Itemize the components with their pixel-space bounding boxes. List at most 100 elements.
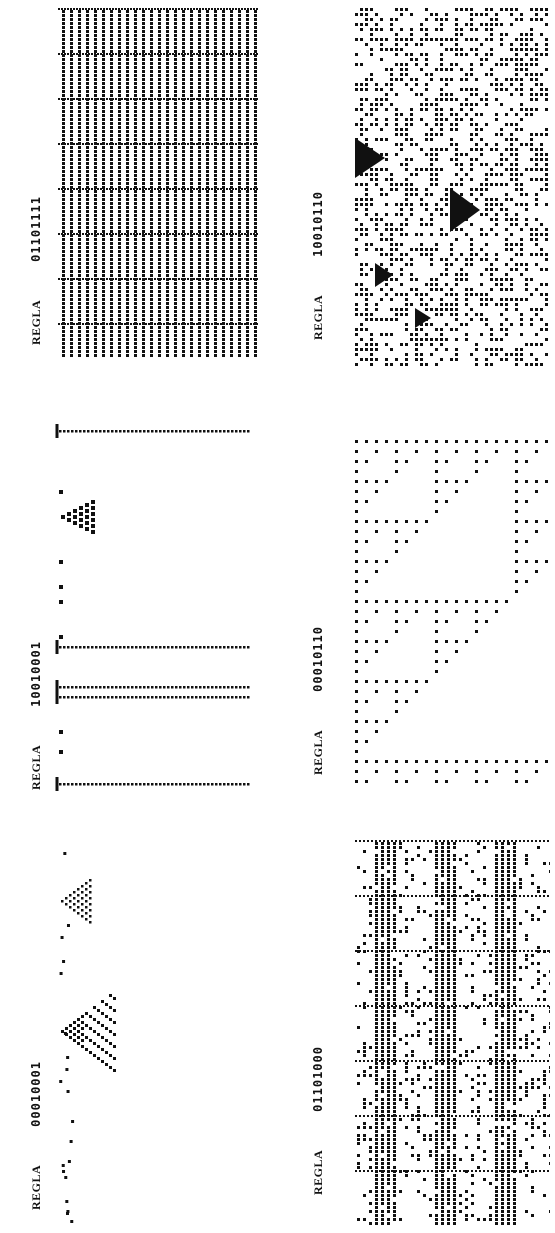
cell bbox=[206, 318, 209, 321]
cell bbox=[81, 909, 84, 912]
cell bbox=[513, 1090, 516, 1093]
cell bbox=[483, 1082, 486, 1085]
cell bbox=[483, 1218, 486, 1221]
cell bbox=[166, 254, 169, 257]
cell bbox=[246, 342, 249, 345]
cell bbox=[154, 8, 156, 10]
cell bbox=[355, 590, 358, 593]
cell bbox=[85, 894, 88, 897]
cell bbox=[196, 143, 198, 145]
cell bbox=[254, 102, 257, 105]
cell bbox=[393, 898, 396, 901]
cell bbox=[429, 1018, 432, 1021]
cell bbox=[507, 966, 510, 969]
cell bbox=[519, 1098, 522, 1101]
cell bbox=[513, 994, 516, 997]
cell bbox=[447, 1070, 450, 1073]
cell bbox=[254, 326, 257, 329]
cell bbox=[150, 82, 153, 85]
cell bbox=[166, 242, 169, 245]
cell bbox=[142, 188, 144, 190]
cell bbox=[81, 1033, 84, 1036]
cell bbox=[118, 323, 120, 325]
cell bbox=[198, 222, 201, 225]
cell bbox=[172, 278, 174, 280]
cell bbox=[447, 846, 450, 849]
cell bbox=[76, 143, 78, 145]
cell bbox=[238, 150, 241, 153]
cell bbox=[184, 143, 186, 145]
cell bbox=[205, 323, 207, 325]
cell bbox=[142, 306, 145, 309]
panel-5-caption: REGLA00010110 bbox=[310, 626, 326, 775]
cell bbox=[178, 233, 180, 235]
cell bbox=[166, 306, 169, 309]
cell bbox=[435, 846, 438, 849]
cell bbox=[102, 38, 105, 41]
cell bbox=[513, 862, 516, 865]
cell bbox=[86, 286, 89, 289]
cell bbox=[393, 918, 396, 921]
cell bbox=[238, 282, 241, 285]
cell bbox=[79, 323, 81, 325]
cell bbox=[198, 206, 201, 209]
cell bbox=[447, 1078, 450, 1081]
cell bbox=[441, 886, 444, 889]
cell bbox=[62, 214, 65, 217]
cell bbox=[441, 1174, 444, 1177]
cell bbox=[85, 143, 87, 145]
cell bbox=[230, 198, 233, 201]
cell bbox=[75, 430, 78, 433]
cell bbox=[190, 233, 192, 235]
cell bbox=[190, 178, 193, 181]
cell bbox=[182, 74, 185, 77]
cell bbox=[501, 1030, 504, 1033]
cell bbox=[205, 8, 207, 10]
cell bbox=[387, 1070, 390, 1073]
cell bbox=[491, 1170, 493, 1172]
cell bbox=[222, 78, 225, 81]
cell bbox=[107, 696, 110, 699]
cell bbox=[254, 38, 257, 41]
cell bbox=[475, 1115, 477, 1117]
cell bbox=[59, 635, 63, 639]
cell bbox=[198, 134, 201, 137]
cell bbox=[187, 430, 190, 433]
cell bbox=[417, 910, 420, 913]
cell bbox=[519, 1086, 522, 1089]
cell bbox=[387, 998, 390, 1001]
cell bbox=[166, 294, 169, 297]
cell bbox=[363, 840, 365, 842]
cell bbox=[174, 214, 177, 217]
cell bbox=[359, 1005, 361, 1007]
cell bbox=[407, 1170, 409, 1172]
cell bbox=[94, 206, 97, 209]
cell bbox=[91, 53, 93, 55]
cell bbox=[435, 914, 438, 917]
cell bbox=[163, 53, 165, 55]
cell bbox=[126, 70, 129, 73]
cell bbox=[79, 646, 82, 649]
cell bbox=[134, 114, 137, 117]
cell bbox=[89, 921, 92, 924]
cell bbox=[145, 98, 147, 100]
cell bbox=[76, 233, 78, 235]
cell bbox=[198, 62, 201, 65]
cell bbox=[109, 233, 111, 235]
cell bbox=[65, 1068, 68, 1071]
cell bbox=[411, 1146, 414, 1149]
cell bbox=[174, 242, 177, 245]
cell bbox=[102, 298, 105, 301]
cell bbox=[477, 1106, 480, 1109]
cell bbox=[381, 1186, 384, 1189]
cell bbox=[375, 934, 378, 937]
cell bbox=[483, 1022, 486, 1025]
cell bbox=[429, 1002, 432, 1005]
cell bbox=[126, 250, 129, 253]
cell bbox=[525, 1138, 528, 1141]
cell bbox=[166, 22, 169, 25]
cell bbox=[495, 895, 497, 897]
cell bbox=[94, 350, 97, 353]
cell bbox=[387, 1218, 390, 1221]
cell bbox=[222, 74, 225, 77]
